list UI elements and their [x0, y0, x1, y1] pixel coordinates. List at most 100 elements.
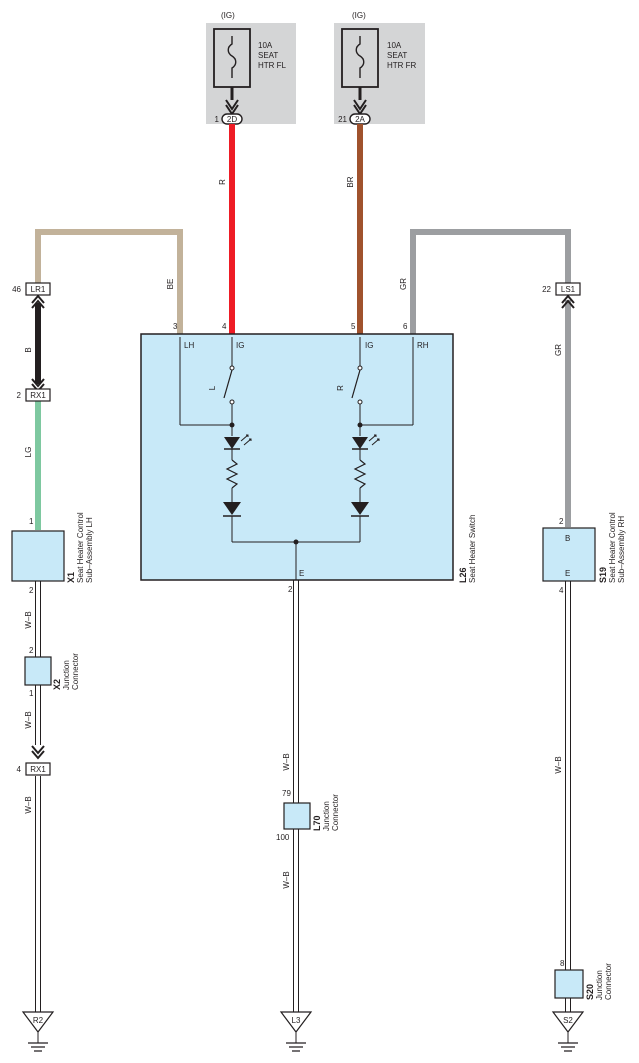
resistor-icon	[353, 459, 367, 489]
ground-label: R2	[33, 1016, 44, 1025]
svg-text:LS1: LS1	[561, 285, 576, 294]
terminal-label: IG	[365, 341, 373, 350]
junction-connector-s20: 8 S20 Junction Connector	[554, 959, 613, 1000]
wire-gray	[410, 229, 571, 334]
component-id: S19	[598, 567, 608, 583]
fuse-supply-label: (IG)	[221, 11, 235, 20]
pin-number: 79	[282, 789, 291, 798]
pin-number: 2	[17, 391, 22, 400]
switch-contact	[229, 399, 235, 405]
ground-icon	[558, 1042, 578, 1052]
connector-lr1: LR1 46	[12, 282, 51, 309]
ground-triangle	[551, 1011, 585, 1033]
switch-body	[140, 333, 454, 581]
fuse-name: HTR FL	[258, 61, 287, 70]
component-name: Junction	[322, 801, 331, 831]
fuse-background	[206, 23, 296, 124]
junction-dot	[357, 422, 363, 428]
component-body	[554, 969, 584, 999]
wire-color-label: LG	[24, 447, 33, 458]
svg-text:RX1: RX1	[30, 765, 46, 774]
seat-heater-control-lh: 1 2 X1 Seat Heater Control Sub–Assembly …	[11, 512, 94, 595]
wire-color-label: W–B	[282, 871, 291, 888]
component-id: S20	[585, 984, 595, 1000]
ground-s2: S2	[551, 1011, 585, 1052]
wire-color-label: B	[24, 347, 33, 352]
svg-text:RX1: RX1	[30, 391, 46, 400]
junction-dot	[229, 422, 235, 428]
pin-number: 2	[29, 586, 34, 595]
ground-icon	[286, 1042, 306, 1052]
component-id: L26	[458, 567, 468, 583]
pin-number: 2	[29, 646, 34, 655]
switch-blade	[351, 369, 361, 399]
pin-number: 1	[215, 115, 220, 124]
wire-color-label: GR	[399, 278, 408, 290]
pin-number: 100	[276, 833, 290, 842]
terminal-label: E	[299, 569, 304, 578]
terminal-label: RH	[417, 341, 429, 350]
component-name: Junction	[62, 660, 71, 690]
led-icon	[352, 437, 368, 449]
svg-text:LR1: LR1	[31, 285, 46, 294]
pin-number: 1	[29, 689, 34, 698]
component-name: Sub–Assembly RH	[617, 516, 626, 583]
component-name: Seat Heater Control	[76, 512, 85, 583]
terminal-label: E	[565, 569, 570, 578]
wire-color-label: GR	[554, 344, 563, 356]
switch-contact	[357, 365, 363, 371]
wire-color-label: BR	[346, 176, 355, 187]
pin-number: 2	[559, 517, 564, 526]
component-id: X1	[66, 572, 76, 583]
terminal-label: IG	[236, 341, 244, 350]
wire-color-label: W–B	[24, 711, 33, 728]
pin-number: 22	[542, 285, 551, 294]
wire-color-label: W–B	[554, 756, 563, 773]
component-name: Junction	[595, 970, 604, 1000]
connector-label: 2A	[355, 115, 365, 124]
wire-color-label: R	[218, 179, 227, 185]
fuse-seat-htr-fr: (IG) 10A SEAT HTR FR 2A 21	[334, 11, 425, 125]
component-name: Seat Heater Switch	[468, 515, 477, 583]
connector-arrow	[31, 745, 45, 760]
fuse-seat-htr-fl: (IG) 10A SEAT HTR FL 2D 1	[206, 11, 296, 125]
wire-color-label: BE	[166, 279, 175, 290]
switch-blade	[223, 369, 233, 399]
fuse-name: SEAT	[387, 51, 407, 60]
fuse-element	[355, 36, 365, 78]
seat-heater-switch: 3 4 5 6 LH IG IG RH L	[140, 322, 477, 594]
component-name: Connector	[331, 794, 340, 831]
switch-contact	[357, 399, 363, 405]
terminal-label: LH	[184, 341, 194, 350]
terminal-label: B	[565, 534, 570, 543]
fuse-name: SEAT	[258, 51, 278, 60]
ground-label: L3	[292, 1016, 301, 1025]
led-light-icon	[240, 434, 252, 446]
junction-connector-x2: 2 1 X2 Junction Connector	[24, 646, 80, 698]
wire-color-label: W–B	[24, 796, 33, 813]
pin-number: 5	[351, 322, 356, 331]
component-name: Connector	[604, 963, 613, 1000]
resistor-icon	[225, 459, 239, 489]
fuse-rating: 10A	[387, 41, 402, 50]
fuse-name: HTR FR	[387, 61, 417, 70]
fuse-background	[334, 23, 425, 124]
ground-triangle	[279, 1011, 313, 1033]
junction-connector-l70: 79 100 L70 Junction Connector	[276, 789, 340, 842]
component-body	[283, 802, 311, 830]
component-body	[542, 527, 596, 582]
component-name: Connector	[71, 653, 80, 690]
connector-rx1-top: RX1 2	[17, 378, 51, 402]
component-body	[24, 656, 52, 686]
wire-color-label: W–B	[24, 611, 33, 628]
ground-icon	[28, 1042, 48, 1052]
component-name: Sub–Assembly LH	[85, 517, 94, 583]
pin-number: 2	[288, 585, 293, 594]
fuse-supply-label: (IG)	[352, 11, 366, 20]
wire-beige	[35, 229, 183, 334]
connector-rx1-bottom: RX1 4	[17, 745, 51, 776]
diode-icon	[351, 502, 369, 515]
fuse-element	[227, 36, 237, 78]
pin-number: 1	[29, 517, 34, 526]
